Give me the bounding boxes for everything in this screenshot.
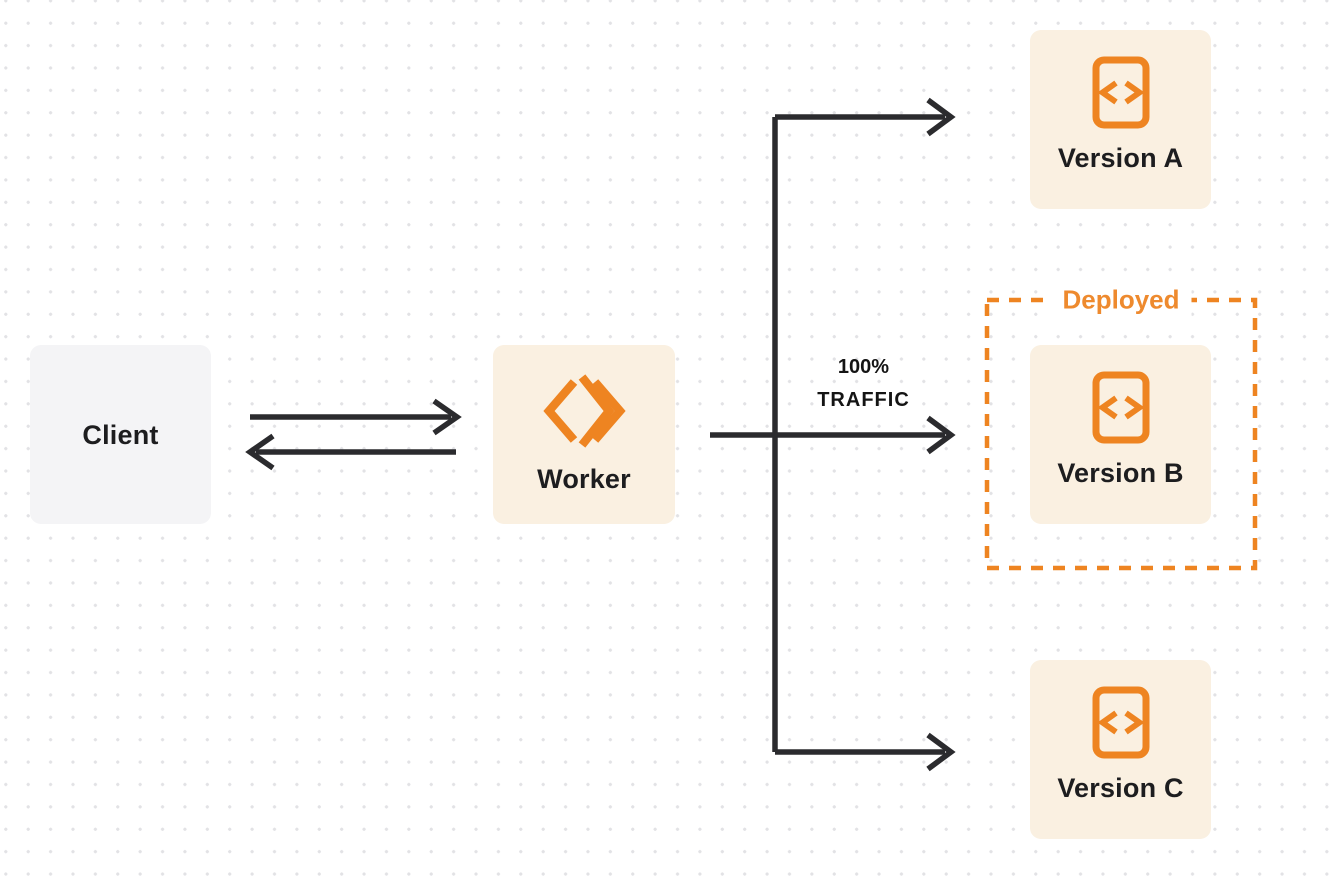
code-page-icon [1092, 371, 1150, 444]
worker-label: Worker [537, 464, 631, 494]
client-node: Client [30, 345, 211, 524]
client-label: Client [82, 419, 159, 450]
version-a-node: Version A [1030, 30, 1211, 209]
version-a-arrowhead [926, 97, 956, 137]
client-to-worker-arrowhead [432, 398, 462, 436]
code-page-icon [1092, 56, 1150, 129]
worker-node: Worker [493, 345, 675, 524]
version-b-arrowhead [926, 415, 956, 455]
version-b-label: Version B [1057, 458, 1184, 488]
traffic-annotation: 100% TRAFFIC [766, 351, 961, 417]
version-c-arrowhead [926, 732, 956, 772]
traffic-word-text: TRAFFIC [817, 389, 910, 411]
version-c-node: Version C [1030, 660, 1211, 839]
version-b-node: Version B [1030, 345, 1211, 524]
traffic-percent-text: 100% [837, 356, 890, 378]
deployed-tag: Deployed [1050, 282, 1192, 318]
worker-to-client-arrowhead [245, 433, 275, 471]
version-c-label: Version C [1057, 773, 1184, 803]
workers-double-chevron-icon [541, 369, 627, 455]
version-a-label: Version A [1057, 143, 1184, 173]
code-page-icon [1092, 686, 1150, 759]
